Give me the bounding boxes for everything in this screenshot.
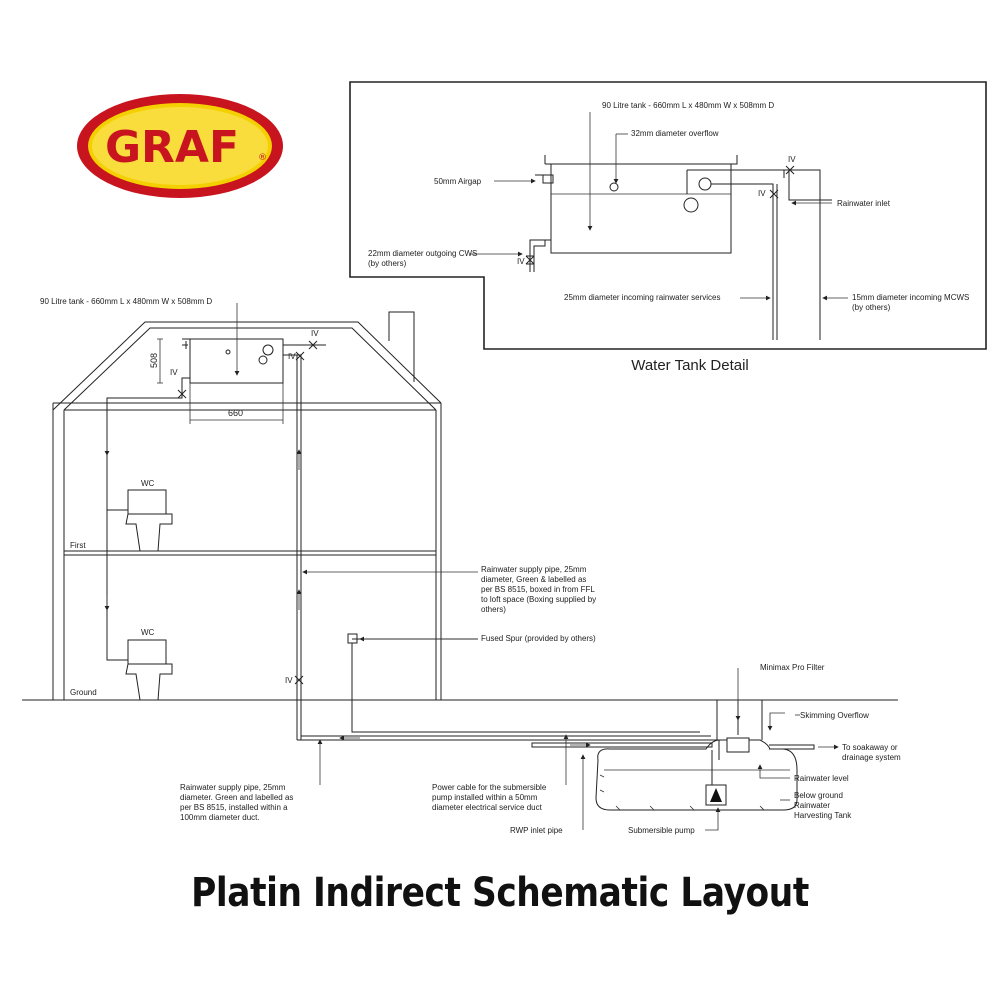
dim-height-label: 508 — [149, 353, 159, 368]
house-iv-1: IV — [170, 368, 178, 377]
wc-lower-label: WC — [141, 628, 155, 637]
graf-logo: GRAF ® — [77, 94, 283, 198]
detail-incoming-mcws-label-1: 15mm diameter incoming MCWS — [852, 293, 969, 302]
supply-upper-5: others) — [481, 605, 506, 614]
water-tank-detail: 90 Litre tank - 660mm L x 480mm W x 508m… — [349, 81, 987, 374]
house-iv-3: IV — [288, 352, 296, 361]
house-iv-2: IV — [311, 329, 319, 338]
detail-outgoing-label-2: (by others) — [368, 259, 407, 268]
rainwater-level-label: Rainwater level — [794, 774, 849, 783]
supply-lower-3: per BS 8515, installed within a — [180, 803, 288, 812]
house-iv-4: IV — [285, 676, 293, 685]
detail-rainwater-inlet-label: Rainwater inlet — [837, 199, 891, 208]
power-cable-1: Power cable for the submersible — [432, 783, 547, 792]
supply-upper-4: to loft space (Boxing supplied by — [481, 595, 596, 604]
detail-tank-label: 90 Litre tank - 660mm L x 480mm W x 508m… — [602, 101, 774, 110]
wc-upper-label: WC — [141, 479, 155, 488]
ground-floor-label: Ground — [70, 688, 97, 697]
supply-upper-2: diameter, Green & labelled as — [481, 575, 586, 584]
first-floor-label: First — [70, 541, 86, 550]
submersible-pump-label: Submersible pump — [628, 826, 695, 835]
page-title: Platin Indirect Schematic Layout — [191, 870, 809, 916]
fused-spur-label: Fused Spur (provided by others) — [481, 634, 596, 643]
logo-text: GRAF — [105, 122, 239, 173]
detail-overflow-label: 32mm diameter overflow — [631, 129, 719, 138]
soakaway-2: drainage system — [842, 753, 901, 762]
detail-airgap-label: 50mm Airgap — [434, 177, 482, 186]
supply-lower-4: 100mm diameter duct. — [180, 813, 260, 822]
house-section: 508 660 IV WC WC First Ground IV IV IV — [22, 297, 898, 740]
below-ground-3: Harvesting Tank — [794, 811, 852, 820]
house-tank-label: 90 Litre tank - 660mm L x 480mm W x 508m… — [40, 297, 212, 306]
rwp-inlet-label: RWP inlet pipe — [510, 826, 563, 835]
detail-caption: Water Tank Detail — [631, 357, 749, 374]
power-cable-2: pump installed within a 50mm — [432, 793, 538, 802]
supply-upper-1: Rainwater supply pipe, 25mm — [481, 565, 587, 574]
supply-upper-3: per BS 8515, boxed in from FFL — [481, 585, 595, 594]
detail-incoming-rw-label: 25mm diameter incoming rainwater service… — [564, 293, 721, 302]
below-ground-2: Rainwater — [794, 801, 830, 810]
dim-length-label: 660 — [228, 408, 243, 418]
detail-incoming-mcws-label-2: (by others) — [852, 303, 891, 312]
detail-iv-3: IV — [758, 189, 766, 198]
supply-lower-1: Rainwater supply pipe, 25mm — [180, 783, 286, 792]
power-cable-3: diameter electrical service duct — [432, 803, 543, 812]
soakaway-1: To soakaway or — [842, 743, 898, 752]
skimming-label: Skimming Overflow — [800, 711, 869, 720]
detail-iv-1: IV — [517, 257, 525, 266]
below-ground-1: Below ground — [794, 791, 843, 800]
logo-registered: ® — [258, 153, 267, 163]
underground-section: Rainwater supply pipe, 25mm diameter, Gr… — [180, 565, 901, 835]
detail-outgoing-label-1: 22mm diameter outgoing CWS — [368, 249, 477, 258]
minimax-label: Minimax Pro Filter — [760, 663, 825, 672]
detail-iv-2: IV — [788, 155, 796, 164]
supply-lower-2: diameter. Green and labelled as — [180, 793, 293, 802]
